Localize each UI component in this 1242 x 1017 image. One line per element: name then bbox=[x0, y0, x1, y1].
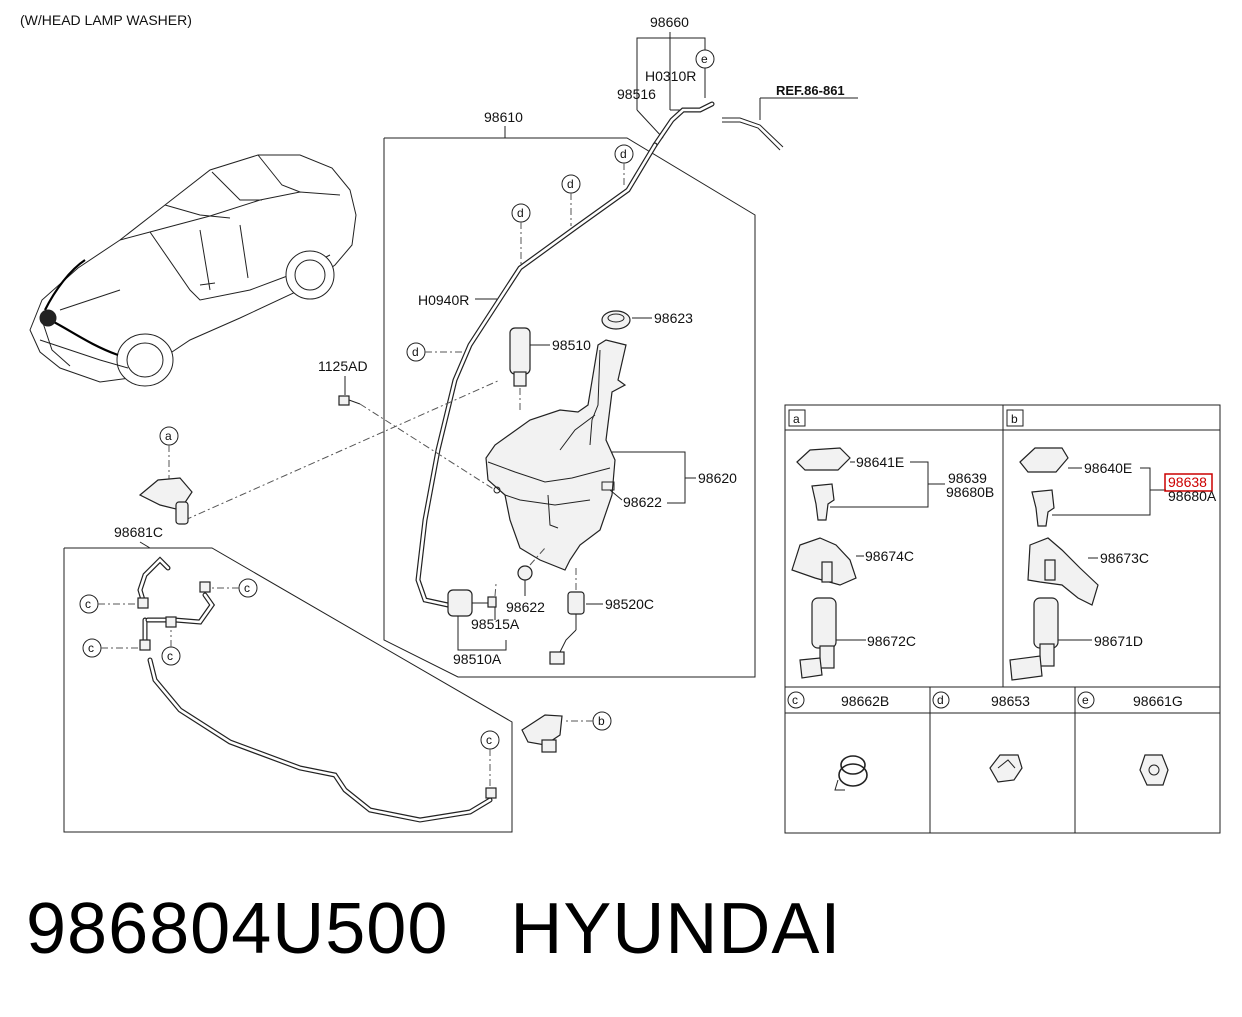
callout-98510a: 98510A bbox=[453, 651, 502, 667]
leader-dashed bbox=[184, 379, 501, 521]
callout-98638: 98638 bbox=[1168, 474, 1207, 490]
detail-panel-cde: c 98662B d 98653 e 98661G bbox=[784, 686, 1221, 834]
callout-h0940r: H0940R bbox=[418, 292, 469, 308]
clip-c-markers: c c c c c bbox=[79, 578, 500, 786]
svg-text:c: c bbox=[88, 641, 94, 655]
svg-text:d: d bbox=[517, 206, 524, 220]
svg-text:d: d bbox=[620, 147, 627, 161]
part-caption: 986804U500 HYUNDAI bbox=[26, 888, 841, 970]
caption-part-number: 986804U500 bbox=[26, 889, 449, 969]
nozzle-b-marker[interactable]: b bbox=[563, 711, 612, 731]
header-note: (W/HEAD LAMP WASHER) bbox=[20, 12, 192, 28]
clip-e-marker[interactable]: e bbox=[695, 49, 715, 69]
detail-c-header: c bbox=[792, 693, 798, 707]
callout-98510: 98510 bbox=[552, 337, 591, 353]
clip-d-marker[interactable]: d bbox=[614, 144, 634, 188]
callout-98622-lower: 98622 bbox=[506, 599, 545, 615]
callout-98639: 98639 bbox=[948, 470, 987, 486]
part-1125ad-bolt: 1125AD bbox=[318, 358, 496, 491]
part-98510-pump: 98510 bbox=[509, 327, 591, 410]
callout-1125ad: 1125AD bbox=[318, 358, 368, 374]
callout-98680b: 98680B bbox=[946, 484, 994, 500]
callout-98672c: 98672C bbox=[867, 633, 916, 649]
part-98520c-sensor: 98520C bbox=[549, 565, 654, 665]
detail-c-part: 98662B bbox=[841, 693, 889, 709]
part-98510a-pump: 98515A 98510A bbox=[447, 583, 520, 667]
callout-98674c: 98674C bbox=[865, 548, 914, 564]
callout-98660: 98660 bbox=[650, 14, 689, 30]
callout-98680a: 98680A bbox=[1168, 488, 1217, 504]
clip-d-markers: d d d d bbox=[406, 144, 634, 362]
clip-c-marker[interactable]: c bbox=[79, 594, 136, 614]
clip-c-marker[interactable]: c bbox=[82, 638, 138, 658]
vehicle-illustration bbox=[29, 154, 357, 387]
detail-b-parts: 98640E 98638 98680A 98673C 98671D bbox=[1009, 447, 1217, 681]
svg-text:c: c bbox=[167, 649, 173, 663]
callout-98516: 98516 bbox=[617, 86, 656, 102]
detail-b-header: b bbox=[1011, 412, 1018, 426]
svg-text:e: e bbox=[701, 52, 708, 66]
clip-d-marker[interactable]: d bbox=[511, 203, 531, 265]
svg-text:d: d bbox=[567, 177, 574, 191]
clip-c-marker[interactable]: c bbox=[212, 578, 258, 598]
detail-d-header: d bbox=[937, 693, 944, 707]
ref-label: REF.86-861 bbox=[776, 83, 845, 98]
part-98622-grommet: 98622 bbox=[506, 547, 546, 615]
headlamp-nozzle-left bbox=[138, 477, 193, 525]
callout-98623: 98623 bbox=[654, 310, 693, 326]
callout-98610: 98610 bbox=[484, 109, 523, 125]
clip-c-marker[interactable]: c bbox=[161, 630, 181, 666]
nozzle-a-marker[interactable]: a bbox=[159, 426, 179, 480]
callout-98673c: 98673C bbox=[1100, 550, 1149, 566]
upper-hose-group: 98660 98516 H0310R REF.86-861 bbox=[617, 14, 858, 151]
hose-h0940r: H0940R bbox=[415, 142, 658, 608]
detail-a-parts: 98641E 98639 98680B 98674C 98672C bbox=[791, 447, 994, 679]
callout-98671d: 98671D bbox=[1094, 633, 1143, 649]
callout-98520c: 98520C bbox=[605, 596, 654, 612]
part-98623-cap: 98623 bbox=[601, 310, 693, 330]
clip-98653-drawing bbox=[989, 754, 1023, 783]
tank-assembly-frame: 98610 bbox=[383, 109, 756, 678]
clip-c-marker[interactable]: c bbox=[480, 730, 500, 786]
callout-98620: 98620 bbox=[698, 470, 737, 486]
caption-brand: HYUNDAI bbox=[510, 889, 842, 969]
hose-network bbox=[137, 556, 563, 823]
clip-d-marker[interactable]: d bbox=[561, 174, 581, 226]
callout-h0310r: H0310R bbox=[645, 68, 696, 84]
callout-98640e: 98640E bbox=[1084, 460, 1132, 476]
svg-text:d: d bbox=[412, 345, 419, 359]
callout-98681c: 98681C bbox=[114, 524, 163, 540]
callout-98515a: 98515A bbox=[471, 616, 520, 632]
detail-a-header: a bbox=[793, 412, 800, 426]
clip-98661g-drawing bbox=[1139, 754, 1169, 786]
svg-text:c: c bbox=[85, 597, 91, 611]
washer-reservoir: 98620 98622 bbox=[485, 339, 737, 571]
svg-text:b: b bbox=[598, 714, 605, 728]
clip-98662b-drawing bbox=[834, 755, 868, 791]
detail-e-header: e bbox=[1082, 693, 1089, 707]
callout-98641e: 98641E bbox=[856, 454, 904, 470]
detail-panel-ab: a b bbox=[784, 404, 1221, 688]
svg-text:c: c bbox=[486, 733, 492, 747]
svg-text:a: a bbox=[165, 429, 172, 443]
headlamp-hose-frame: 98681C bbox=[63, 524, 513, 833]
callout-98622-upper: 98622 bbox=[623, 494, 662, 510]
highlight-box-98638[interactable] bbox=[1164, 473, 1213, 492]
svg-text:c: c bbox=[244, 581, 250, 595]
clip-d-marker[interactable]: d bbox=[406, 342, 465, 362]
detail-e-part: 98661G bbox=[1133, 693, 1183, 709]
detail-d-part: 98653 bbox=[991, 693, 1030, 709]
